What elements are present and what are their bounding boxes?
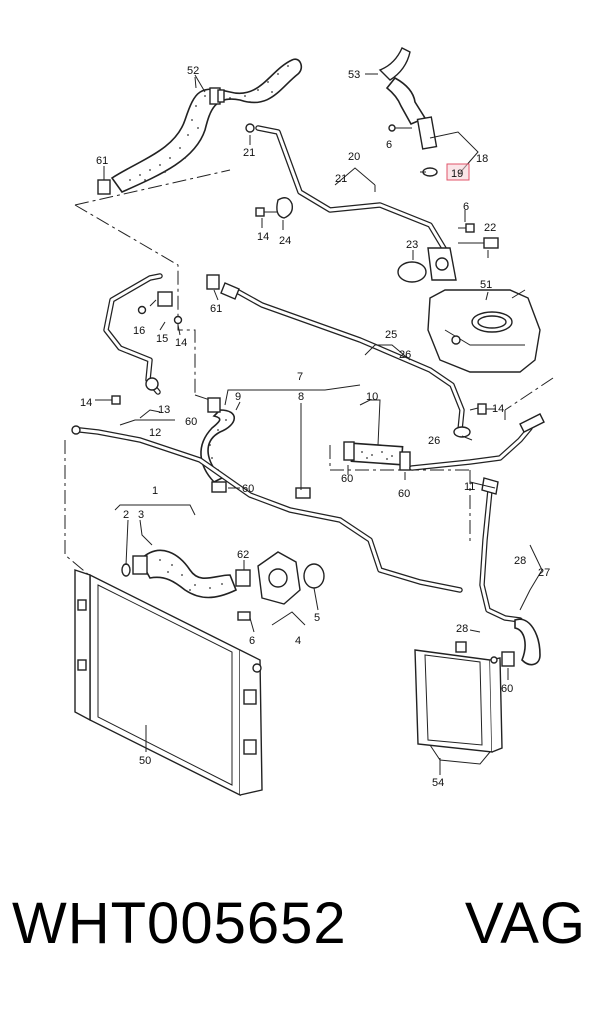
brand-text: VAG <box>464 891 586 956</box>
callout-10: 10 <box>366 391 378 403</box>
hose-10 <box>343 441 411 471</box>
callout-5: 5 <box>314 612 320 624</box>
callout-14: 14 <box>257 231 269 243</box>
part-number-text: WHT005652 <box>12 891 347 956</box>
callout-14b: 14 <box>175 337 187 349</box>
callout-61b: 61 <box>210 303 222 315</box>
callout-19: 19 <box>451 168 463 180</box>
callout-9: 9 <box>235 391 241 403</box>
callout-2: 2 <box>123 509 129 521</box>
callout-26: 26 <box>399 349 411 361</box>
clamp-61-mid <box>206 274 220 290</box>
connector-53 <box>378 47 438 177</box>
callout-14c: 14 <box>80 397 92 409</box>
hose-52 <box>110 58 303 193</box>
callout-6c: 6 <box>249 635 255 647</box>
callout-27: 27 <box>538 567 550 579</box>
dashed-boundaries <box>64 169 554 581</box>
callout-28b: 28 <box>456 623 468 635</box>
flange-23 <box>397 223 499 283</box>
thermostat-housing-4 <box>235 551 325 621</box>
callout-22: 22 <box>484 222 496 234</box>
callout-60b: 60 <box>242 483 254 495</box>
pipe-7 <box>71 425 463 593</box>
callout-14d: 14 <box>492 403 504 415</box>
leader-lines <box>103 73 543 775</box>
callout-15: 15 <box>156 333 168 345</box>
callout-60: 60 <box>185 416 197 428</box>
callout-51: 51 <box>480 279 492 291</box>
callout-labels: 52 53 61 21 6 18 20 21 19 14 24 6 22 23 … <box>80 65 550 789</box>
callout-24: 24 <box>279 235 291 247</box>
pipe-left-bracket <box>95 273 183 405</box>
callout-16: 16 <box>133 325 145 337</box>
callout-28: 28 <box>514 555 526 567</box>
callout-60c: 60 <box>341 473 353 485</box>
footer: WHT005652 VAG <box>0 890 600 990</box>
highlight-box-19 <box>446 163 470 181</box>
aux-radiator-54 <box>414 641 503 765</box>
callout-12: 12 <box>149 427 161 439</box>
callout-53: 53 <box>348 69 360 81</box>
pipe-25 <box>220 282 465 433</box>
pipe-20 <box>245 123 448 253</box>
callout-7: 7 <box>297 371 303 383</box>
callout-8: 8 <box>298 391 304 403</box>
callout-21: 21 <box>243 147 255 159</box>
expansion-tank-51 <box>427 289 541 373</box>
callout-20: 20 <box>348 151 360 163</box>
pipe-27 <box>479 477 541 667</box>
callout-60e: 60 <box>501 683 513 695</box>
callout-18: 18 <box>476 153 488 165</box>
callout-3: 3 <box>138 509 144 521</box>
callout-62: 62 <box>237 549 249 561</box>
clip-26 <box>453 403 496 438</box>
callout-52: 52 <box>187 65 199 77</box>
pipe-11 <box>409 413 545 471</box>
hose-1 <box>121 549 238 599</box>
clip-24 <box>255 197 294 219</box>
callout-50: 50 <box>139 755 151 767</box>
coolant-system-exploded-diagram: 52 53 61 21 6 18 20 21 19 14 24 6 22 23 … <box>64 47 554 797</box>
callout-26b: 26 <box>428 435 440 447</box>
callout-13: 13 <box>158 404 170 416</box>
callout-6: 6 <box>386 139 392 151</box>
callout-1: 1 <box>152 485 158 497</box>
callout-4: 4 <box>295 635 301 647</box>
callout-25: 25 <box>385 329 397 341</box>
callout-6b: 6 <box>463 201 469 213</box>
callout-21b: 21 <box>335 173 347 185</box>
callout-54: 54 <box>432 777 444 789</box>
radiator-50 <box>74 569 263 797</box>
callout-60d: 60 <box>398 488 410 500</box>
callout-23: 23 <box>406 239 418 251</box>
callout-11: 11 <box>464 481 475 493</box>
callout-61: 61 <box>96 155 108 167</box>
